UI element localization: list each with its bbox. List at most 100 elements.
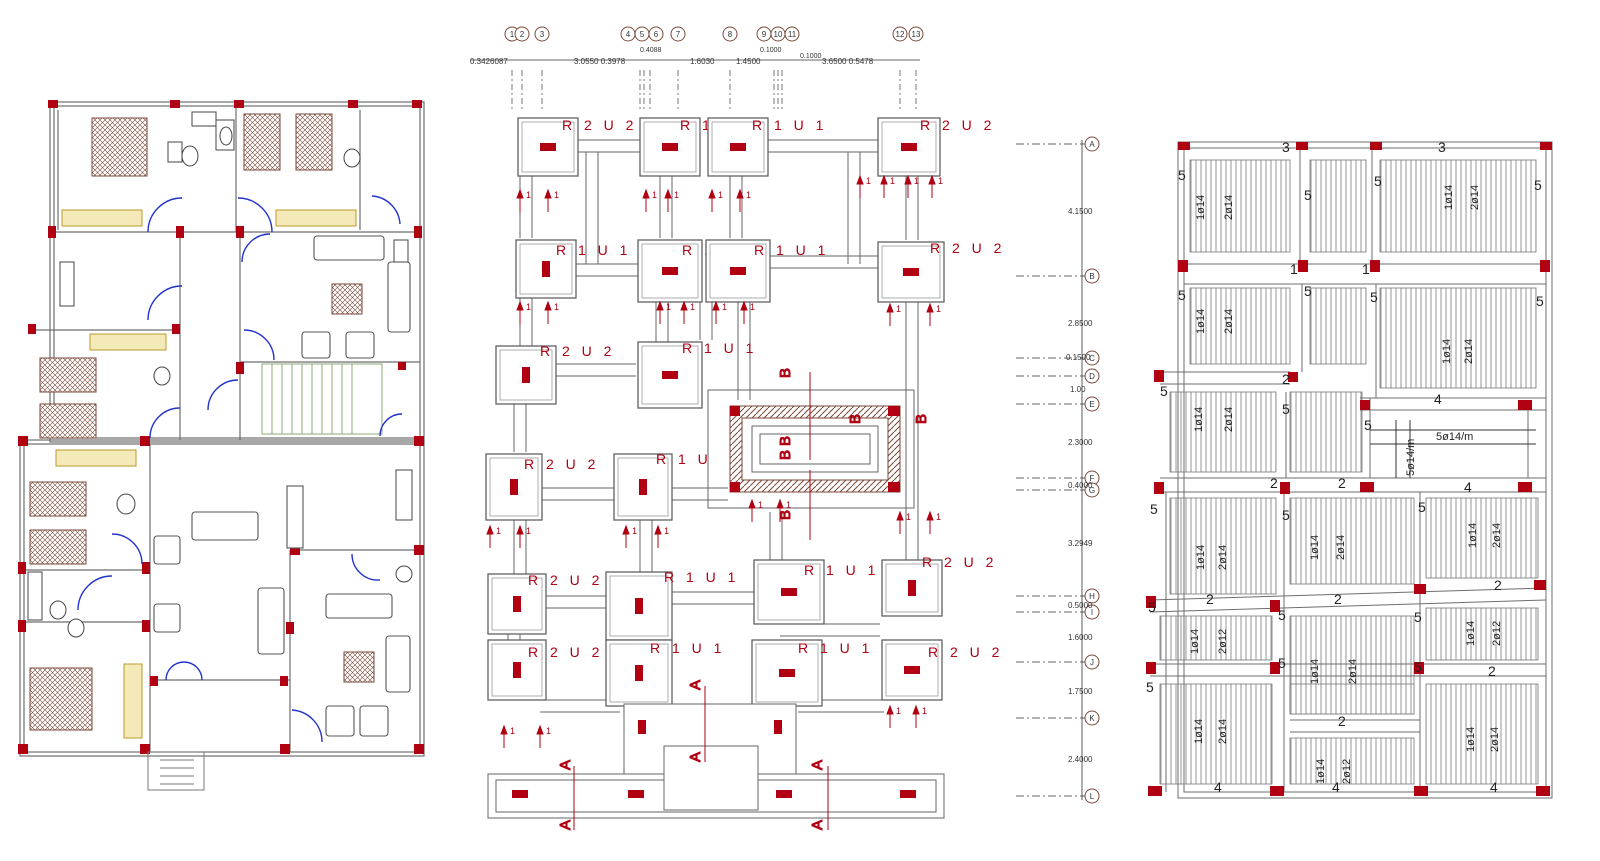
beam-mark-8: 5 (1178, 167, 1186, 183)
rebar-label-17: 1ø14 (1189, 629, 1201, 654)
beam-mark-3: 4 (1434, 391, 1442, 407)
side-dim-4: 2.3000 (1068, 438, 1093, 447)
grid-bubble-row-G: G (1016, 482, 1100, 498)
beam-mark-13: 5 (1304, 283, 1312, 299)
beam-mark-30: 2 (1338, 475, 1346, 491)
section-letter-6: A (809, 820, 826, 830)
rebar-label-9: 1ø14 (1193, 407, 1205, 432)
slab-panel-17 (1289, 737, 1415, 785)
section-letter-2: A (687, 680, 704, 690)
section-arrow-25: 1 (896, 510, 911, 534)
section-letter-5: A (687, 752, 704, 762)
rebar-label-8: 2ø14 (1463, 339, 1475, 364)
footing-15: R 1 U 1 (753, 559, 875, 625)
footing-label: R 2 U 2 (524, 456, 599, 472)
section-arrow-6: 1 (736, 188, 751, 212)
section-letter-1: A (557, 760, 574, 770)
grid-row-label: L (1090, 792, 1095, 801)
rebar-label-2: 2ø14 (1223, 195, 1235, 220)
section-arrow-15: 1 (712, 300, 727, 324)
side-dim-8: 1.6000 (1068, 633, 1093, 642)
section-mark: 1 (632, 526, 637, 536)
top-dim-0: 0.3426087 (470, 57, 508, 66)
section-mark: 1 (914, 176, 919, 186)
grid-col-label: 12 (896, 30, 905, 39)
slab-panel-16 (1289, 683, 1415, 715)
section-arrow-29: 1 (886, 704, 901, 728)
section-arrow-19: 1 (486, 524, 501, 548)
beam-mark-18: 5 (1364, 417, 1372, 433)
grid-bubble-col-4: 4 (620, 26, 636, 42)
grid-col-label: 13 (912, 30, 921, 39)
section-mark: 1 (664, 526, 669, 536)
rebar-label-vertical: 5ø14/m (1405, 439, 1417, 476)
section-mark: 1 (746, 190, 751, 200)
slab-panel-8 (1289, 391, 1363, 473)
grid-bubble-row-D: D (1016, 368, 1100, 384)
grid-row-label: F (1090, 474, 1095, 483)
rebar-label-6: 2ø14 (1223, 309, 1235, 334)
grid-col-label: 9 (762, 30, 767, 39)
slab-panel-4 (1189, 287, 1291, 365)
slab-panel-10 (1289, 497, 1415, 585)
rebar-label-1: 1ø14 (1195, 195, 1207, 220)
grid-col-label: 10 (774, 30, 783, 39)
footing-label: R 2 U 2 (540, 343, 615, 359)
section-arrow-22: 1 (654, 524, 669, 548)
grid-row-label: D (1089, 372, 1095, 381)
footing-12: R 1 U (613, 451, 708, 521)
section-arrow-16: 1 (740, 300, 755, 324)
section-mark: 1 (510, 726, 515, 736)
grid-bubble-row-E: E (1016, 396, 1100, 412)
footing-1: R 2 U 2 (517, 117, 633, 177)
side-dim-5: 0.4000 (1068, 481, 1093, 490)
footing-4: R 2 U 2 (877, 117, 991, 177)
rebar-label-25: 1ø14 (1315, 759, 1327, 784)
section-letter-3: A (809, 760, 826, 770)
beam-mark-21: 5 (1418, 499, 1426, 515)
footings-layer: R 2 U 2R 1 U 2R 1 U 1R 2 U 2R 1 U 1R 1 U… (485, 117, 1001, 707)
section-mark: 1 (718, 190, 723, 200)
footing-label: R 1 U 1 (754, 242, 829, 258)
section-mark: 1 (896, 304, 901, 314)
footing-20: R 2 U 2 (881, 639, 999, 701)
beam-mark-17: 5 (1282, 401, 1290, 417)
beam-mark-25: 5 (1146, 679, 1154, 695)
section-arrow-20: 1 (516, 524, 531, 548)
section-letter-4: A (557, 820, 574, 830)
section-mark: 1 (690, 302, 695, 312)
rebar-label-21: 1ø14 (1465, 621, 1477, 646)
grid-col-label: 11 (788, 30, 797, 39)
section-mark: 1 (866, 176, 871, 186)
footing-19: R 1 U 1 (751, 639, 869, 707)
slab-panel-6 (1379, 287, 1537, 389)
section-arrow-30: 1 (912, 704, 927, 728)
side-dim-10: 2.4000 (1068, 755, 1093, 764)
rebar-label-26: 2ø12 (1341, 759, 1353, 784)
top-dim-7: 0.1000 (760, 47, 782, 54)
rebar-label-11: 1ø14 (1195, 545, 1207, 570)
grid-bubble-row-I: I (1016, 604, 1100, 620)
section-mark: 1 (496, 526, 501, 536)
section-mark: 1 (526, 526, 531, 536)
beam-mark-20: 5 (1282, 507, 1290, 523)
section-mark: 1 (936, 512, 941, 522)
grid-bubble-col-3: 3 (534, 26, 550, 42)
rebar-label-15: 1ø14 (1467, 523, 1479, 548)
section-arrow-21: 1 (622, 524, 637, 548)
grid-col-label: 3 (540, 30, 545, 39)
slab-panel-2 (1309, 159, 1367, 253)
slab-panel-14 (1425, 607, 1539, 661)
grid-col-label: 5 (640, 30, 645, 39)
rebar-label-27: 1ø14 (1465, 727, 1477, 752)
footing-16: R 2 U 2 (881, 554, 993, 617)
beam-mark-4: 4 (1214, 779, 1222, 795)
side-dim-6: 3.2949 (1068, 539, 1093, 548)
section-arrow-28: 1 (536, 724, 551, 748)
grid-row-label: B (1089, 272, 1094, 281)
beam-mark-29: 2 (1270, 475, 1278, 491)
rebar-label-3: 1ø14 (1443, 185, 1455, 210)
grid-col-label: 1 (510, 30, 515, 39)
footing-11: R 2 U 2 (485, 453, 599, 521)
slab-panel-1 (1189, 159, 1291, 253)
